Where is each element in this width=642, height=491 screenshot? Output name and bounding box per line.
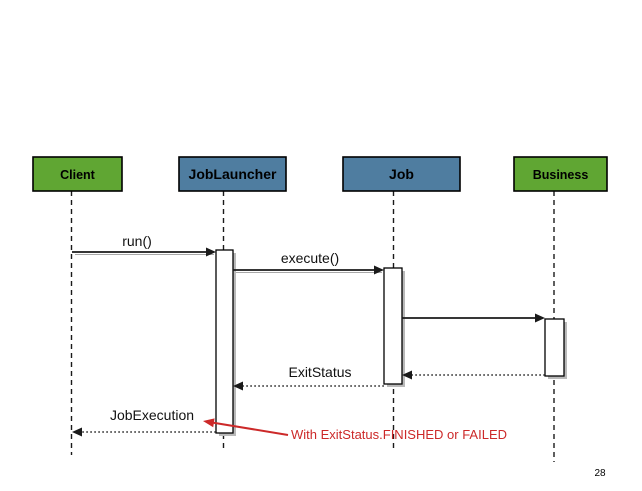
actor-joblauncher: JobLauncher <box>178 156 287 192</box>
activation-bar-joblauncher <box>215 249 236 436</box>
annotation-arrow-line <box>211 421 289 436</box>
page-number: 28 <box>594 468 606 479</box>
message-business-return <box>402 370 545 380</box>
business-return-arrowhead <box>402 370 412 380</box>
activation-bar-job <box>383 267 405 387</box>
actor-job: Job <box>342 156 461 192</box>
actor-label-job: Job <box>389 166 414 182</box>
message-jobexecution: JobExecution <box>72 407 216 437</box>
actor-box-business <box>513 156 608 192</box>
annotation-arrowhead <box>203 418 215 428</box>
activation-rect <box>544 318 565 377</box>
activation-rect <box>215 249 234 434</box>
jobexecution-arrowhead <box>72 427 82 437</box>
actor-box-joblauncher <box>178 156 287 192</box>
message-job-to-business <box>402 313 545 323</box>
activation-bar-business <box>544 318 567 379</box>
exitstatus-arrowhead <box>233 381 243 391</box>
execute-arrowhead <box>374 265 384 275</box>
message-label-jobexecution: JobExecution <box>110 407 194 423</box>
activation-rect <box>383 267 403 385</box>
message-execute: execute() <box>233 250 384 275</box>
actor-label-joblauncher: JobLauncher <box>189 166 277 182</box>
actor-box-client <box>32 156 123 192</box>
message-label-exitstatus: ExitStatus <box>288 364 351 380</box>
annotation: With ExitStatus.FINISHED or FAILED <box>203 418 507 442</box>
message-exitstatus: ExitStatus <box>233 364 384 391</box>
actor-client: Client <box>32 156 123 192</box>
run-arrowhead <box>206 247 216 257</box>
actor-label-business: Business <box>533 168 589 182</box>
actor-business: Business <box>513 156 608 192</box>
annotation-text: With ExitStatus.FINISHED or FAILED <box>291 427 507 442</box>
message-run: run() <box>72 233 216 257</box>
job-to-business-arrowhead <box>535 313 545 323</box>
actor-label-client: Client <box>60 168 96 182</box>
message-label-execute: execute() <box>281 250 339 266</box>
message-label-run: run() <box>122 233 152 249</box>
actor-box-job <box>342 156 461 192</box>
